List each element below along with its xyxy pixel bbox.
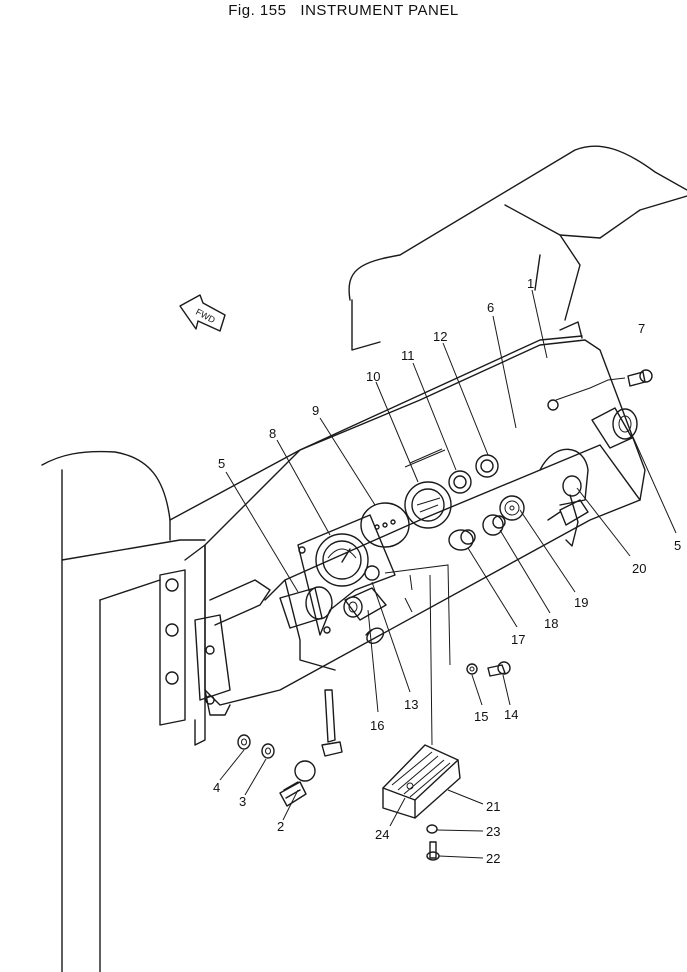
callout-4: 4 (213, 780, 220, 795)
callout-19: 19 (574, 595, 588, 610)
callout-22: 22 (486, 851, 500, 866)
callout-13: 13 (404, 697, 418, 712)
screw-part-7 (627, 369, 653, 387)
switch-part-18 (482, 514, 506, 536)
nut-part-23 (426, 824, 438, 834)
wire-clip-part-13 (364, 565, 385, 644)
screw-part-22 (426, 841, 440, 861)
gauge-part-10 (404, 481, 452, 529)
callout-12: 12 (433, 329, 447, 344)
callout-16: 16 (370, 718, 384, 733)
bolt-part-2 (279, 760, 316, 807)
callout-3: 3 (239, 794, 246, 809)
leader-lines (219, 289, 677, 859)
gauge-part-8 (315, 533, 369, 587)
callout-7: 7 (638, 321, 645, 336)
callout-20: 20 (632, 561, 646, 576)
callout-11: 11 (401, 348, 415, 363)
figure-title: Fig. 155 INSTRUMENT PANEL (228, 2, 459, 19)
callout-14: 14 (504, 707, 518, 722)
callout-18: 18 (544, 616, 558, 631)
callout-9: 9 (312, 403, 319, 418)
switch-part-16 (343, 587, 387, 621)
callout-21: 21 (486, 799, 500, 814)
cover-part-9 (360, 502, 410, 548)
forward-direction-arrow: FWD (179, 294, 226, 332)
callout-17: 17 (511, 632, 525, 647)
washer-part-4 (237, 734, 251, 750)
wire-harness (384, 564, 451, 746)
machine-body-outline (41, 145, 687, 972)
lamp-part-11 (448, 470, 472, 494)
key-switch-part-20 (539, 448, 589, 547)
instrument-panel-body (194, 321, 646, 716)
callout-5-left: 5 (218, 456, 225, 471)
connector-part-19 (499, 495, 525, 521)
lamp-part-17 (448, 529, 476, 551)
washer-part-15 (466, 663, 478, 675)
lock-washer-part-3 (261, 743, 275, 759)
callout-10: 10 (366, 369, 380, 384)
bolt-part-14 (487, 661, 511, 677)
callout-6: 6 (487, 300, 494, 315)
callout-23: 23 (486, 824, 500, 839)
connector-box-part-21 (382, 744, 461, 819)
knob-part-5-left (279, 586, 333, 629)
callout-24: 24 (375, 827, 389, 842)
hidden-line (404, 597, 413, 613)
callout-1: 1 (527, 276, 534, 291)
knob-part-5-right (591, 407, 638, 449)
callout-15: 15 (474, 709, 488, 724)
callout-2: 2 (277, 819, 284, 834)
lamp-part-12 (475, 454, 499, 478)
callout-8: 8 (269, 426, 276, 441)
callout-labels: 1 2 3 4 5 5 6 7 8 9 10 11 12 13 14 15 16… (213, 276, 681, 866)
callout-5-right: 5 (674, 538, 681, 553)
mounting-stud (321, 689, 343, 757)
leader-part-7 (555, 377, 626, 401)
